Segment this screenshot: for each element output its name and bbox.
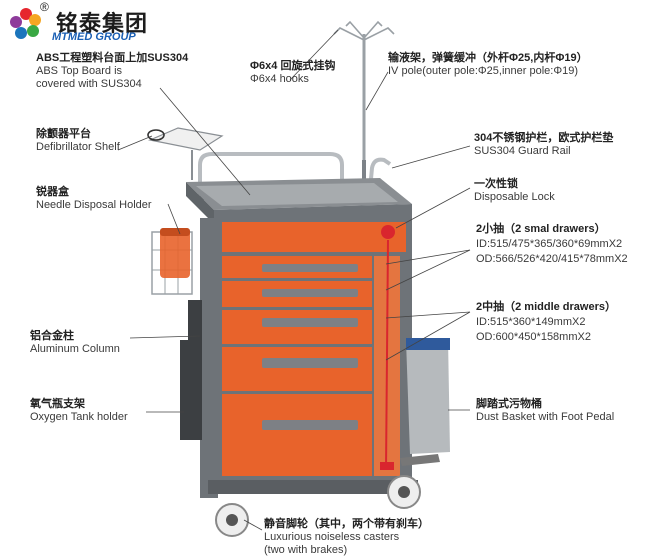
hooks-cn: Φ6x4 回旋式挂钩 (250, 60, 336, 72)
defib-cn: 除颤器平台 (36, 128, 91, 140)
label-casters: 静音脚轮（其中，两个带有刹车） Luxurious noiseless cast… (264, 518, 429, 557)
dust-basket (400, 338, 450, 466)
label-lock: 一次性锁 Disposable Lock (474, 178, 555, 204)
aluminum-column (188, 218, 218, 498)
oxygen-cn: 氧气瓶支架 (30, 398, 85, 410)
label-iv-pole: 输液架，弹簧缓冲（外杆Φ25,内杆Φ19） IV pole(outer pole… (388, 52, 588, 78)
label-guard: 304不锈钢护栏，欧式护栏垫 SUS304 Guard Rail (474, 132, 613, 158)
hooks-en: Φ6x4 hooks (250, 73, 309, 85)
small-drawers-id: ID:515/475*365/360*69mmX2 (476, 238, 623, 250)
small-drawers-cn: 2小抽（2 smal drawers） (476, 223, 606, 235)
label-needle: 锐器盒 Needle Disposal Holder (36, 186, 152, 212)
column-cn: 铝合金柱 (30, 330, 74, 342)
logo-en-name: MTMED GROUP (52, 31, 136, 43)
middle-drawers-cn: 2中抽（2 middle drawers） (476, 301, 616, 313)
label-column: 铝合金柱 Aluminum Column (30, 330, 120, 356)
casters-en2: (two with brakes) (264, 544, 348, 556)
middle-drawers-od: OD:600*450*158mmX2 (476, 331, 591, 343)
middle-drawers-id: ID:515*360*149mmX2 (476, 316, 586, 328)
oxygen-en: Oxygen Tank holder (30, 411, 128, 423)
needle-disposal-holder (151, 228, 193, 295)
column-en: Aluminum Column (30, 343, 120, 355)
basket-en: Dust Basket with Foot Pedal (476, 411, 615, 423)
iv-pole-cn: 输液架，弹簧缓冲（外杆Φ25,内杆Φ19） (388, 52, 588, 64)
disposable-lock-icon (381, 225, 395, 239)
abs-top-en2: covered with SUS304 (36, 78, 142, 90)
small-drawers-od: OD:566/526*420/415*78mmX2 (476, 253, 628, 265)
label-basket: 脚踏式污物桶 Dust Basket with Foot Pedal (476, 398, 614, 424)
abs-top-cn: ABS工程塑料台面上加SUS304 (36, 52, 189, 64)
iv-pole-en: IV pole(outer pole:Φ25,inner pole:Φ19) (388, 65, 579, 77)
registered-mark: ® (40, 0, 49, 14)
label-middle-drawers: 2中抽（2 middle drawers） ID:515*360*149mmX2… (476, 300, 616, 345)
casters-cn: 静音脚轮（其中，两个带有刹车） (264, 518, 429, 530)
casters-en1: Luxurious noiseless casters (264, 531, 400, 543)
guard-en: SUS304 Guard Rail (474, 145, 571, 157)
label-oxygen: 氧气瓶支架 Oxygen Tank holder (30, 398, 128, 424)
lock-cn: 一次性锁 (474, 178, 518, 190)
casters (215, 462, 421, 537)
needle-cn: 锐器盒 (36, 186, 69, 198)
label-small-drawers: 2小抽（2 smal drawers） ID:515/475*365/360*6… (476, 222, 628, 267)
label-hooks: Φ6x4 回旋式挂钩 Φ6x4 hooks (250, 60, 335, 86)
abs-top-en1: ABS Top Board is (36, 65, 123, 77)
defib-en: Defibrillator Shelf (36, 141, 120, 153)
label-abs-top: ABS工程塑料台面上加SUS304 ABS Top Board is cover… (36, 52, 188, 91)
guard-cn: 304不锈钢护栏，欧式护栏垫 (474, 132, 614, 144)
logo-cn-name: 铭泰集团 (56, 11, 149, 37)
lock-en: Disposable Lock (474, 191, 555, 203)
callout-lines (117, 29, 471, 531)
cabinet-body (208, 216, 418, 494)
basket-cn: 脚踏式污物桶 (476, 398, 542, 410)
label-defib: 除颤器平台 Defibrillator Shelf (36, 128, 120, 154)
defibrillator-shelf (147, 127, 224, 180)
logo-flower-icon (10, 8, 41, 39)
needle-en: Needle Disposal Holder (36, 199, 152, 211)
